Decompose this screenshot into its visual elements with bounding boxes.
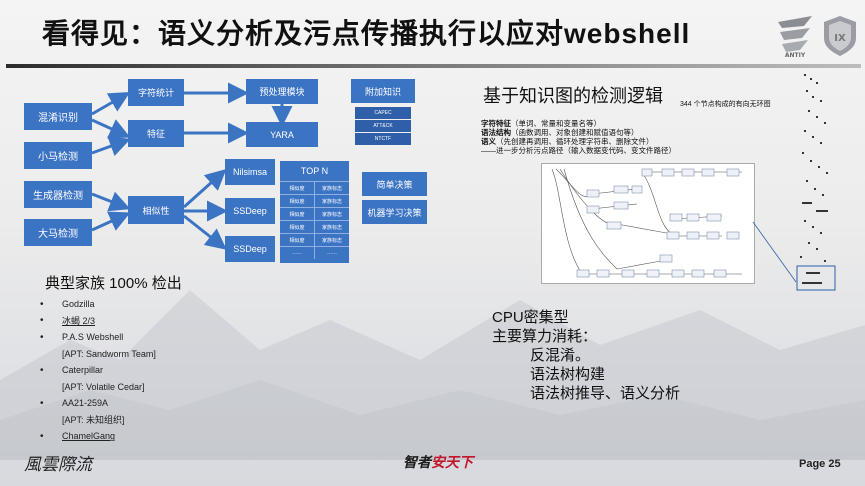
list-item: [APT: Volatile Cedar] [40, 379, 156, 396]
capec-item: CAPEC [355, 107, 411, 119]
list-item-text: P.A.S Webshell [62, 332, 124, 343]
bullet-icon: • [40, 331, 44, 343]
list-item: • P.A.S Webshell [40, 329, 156, 346]
knowledge-features: 字符特征（单词、常量和变量名等） 语法结构（函数调用、对象创建和赋值语句等） 语… [481, 119, 676, 155]
topn-cell: 家族标志 [314, 194, 349, 207]
feature-box: 特征 [128, 120, 184, 147]
char-stats-box: 字符统计 [128, 79, 184, 106]
extra-knowledge-box: 附加知识 CAPEC ATT&CK NTCTF [351, 79, 415, 145]
list-item: • Caterpillar [40, 362, 156, 379]
svg-text:IX: IX [834, 33, 846, 44]
topn-cell: 家族标志 [314, 207, 349, 220]
bullet-icon: • [40, 430, 44, 442]
table-row: 相似度家族标志 [280, 181, 349, 194]
cpu-item: 语法树构建 [530, 366, 606, 383]
ssdeep-box-2: SSDeep [225, 236, 275, 262]
list-item: • AA21-259A [40, 395, 156, 412]
feature-line: 字符特征（单词、常量和变量名等） [481, 119, 601, 128]
similarity-box: 相似性 [128, 196, 184, 224]
extra-knowledge-header: 附加知识 [351, 79, 415, 103]
topn-cell: 相似度 [280, 233, 314, 246]
table-row: ………… [280, 246, 349, 259]
preprocess-box: 预处理模块 [246, 79, 318, 104]
topn-cell: …… [314, 246, 349, 259]
list-item-text: Godzilla [62, 299, 95, 310]
obfuscation-detect-box: 混淆识别 [24, 103, 92, 130]
footer-slogan: 智者安天下 [403, 452, 473, 472]
bullet-icon: • [40, 315, 44, 327]
list-item-text: Caterpillar [62, 365, 104, 376]
table-row: 相似度家族标志 [280, 194, 349, 207]
feature-line: 语义（先创建再调用、循环处理字符串、删除文件） [481, 137, 654, 146]
bullet-icon: • [40, 298, 44, 310]
ix-badge-logo: IX [824, 16, 856, 56]
diagram-arrows [91, 82, 293, 250]
mini-graph-thumbnail [796, 74, 836, 291]
attack-item: ATT&CK [355, 120, 411, 132]
ssdeep-box-1: SSDeep [225, 198, 275, 224]
yara-box: YARA [246, 122, 318, 147]
slide-title: 看得见：语义分析及污点传播执行以应对webshell [42, 18, 691, 49]
list-item: • Godzilla [40, 296, 156, 313]
slogan-part-a: 智者 [403, 455, 431, 471]
list-item-text: ChamelGang [62, 431, 116, 442]
topn-header: TOP N [300, 166, 329, 176]
mountain-background [0, 290, 865, 460]
list-item-text: [APT: 未知组织] [62, 415, 125, 426]
family-heading: 典型家族 100% 检出 [45, 275, 182, 292]
svg-text:ANTIY: ANTIY [785, 52, 806, 58]
list-item-text: AA21-259A [62, 398, 109, 409]
title-rule [6, 64, 861, 68]
family-list: • Godzilla • 冰蝎 2/3 • P.A.S Webshell [APT: San… [40, 296, 156, 445]
list-item: • ChamelGang [40, 428, 156, 445]
list-item: • 冰蝎 2/3 [40, 313, 156, 330]
bullet-icon: • [40, 364, 44, 376]
bullet-icon: • [40, 397, 44, 409]
ml-decision-box: 机器学习决策 [362, 200, 427, 224]
ntctf-item: NTCTF [355, 133, 411, 145]
table-row: 相似度家族标志 [280, 220, 349, 233]
list-item: [APT: 未知组织] [40, 412, 156, 429]
table-row: 相似度家族标志 [280, 233, 349, 246]
zoom-connector-line [752, 221, 797, 283]
topn-cell: 家族标志 [314, 181, 349, 194]
cpu-item: 语法树推导、语义分析 [530, 385, 681, 402]
list-item: [APT: Sandworm Team] [40, 346, 156, 363]
antiy-logo: ANTIY [778, 16, 812, 58]
feature-line: ——进一步分析污点路径（输入数据变代码、变文件路径） [481, 146, 676, 155]
topn-cell: 相似度 [280, 181, 314, 194]
knowledge-subtitle: 344 个节点构成的有向无环图 [680, 101, 771, 108]
topn-cell: 家族标志 [314, 233, 349, 246]
footer-left-logo: 風雲際流 [24, 455, 92, 475]
cpu-line-2: 主要算力消耗： [492, 328, 598, 345]
knowledge-title: 基于知识图的检测逻辑 [483, 86, 663, 106]
page-number: Page 25 [799, 458, 841, 470]
table-row: 相似度家族标志 [280, 207, 349, 220]
list-item-text: [APT: Sandworm Team] [62, 348, 156, 359]
small-trojan-detect-box: 小马检测 [24, 142, 92, 169]
simple-decision-box: 简单决策 [362, 172, 427, 196]
topn-cell: 家族标志 [314, 220, 349, 233]
generator-detect-box: 生成器检测 [24, 181, 92, 208]
cpu-item: 反混淆。 [530, 347, 591, 364]
topn-table: TOP N 相似度家族标志 相似度家族标志 相似度家族标志 相似度家族标志 相似… [280, 161, 349, 263]
list-item-text: 冰蝎 2/3 [62, 316, 96, 327]
nilsimsa-box: Nilsimsa [225, 159, 275, 185]
cpu-line-1: CPU密集型 [492, 309, 569, 326]
big-trojan-detect-box: 大马检测 [24, 219, 92, 246]
topn-cell: 相似度 [280, 194, 314, 207]
cpu-section: CPU密集型 主要算力消耗： 反混淆。 语法树构建 语法树推导、语义分析 [492, 308, 680, 403]
topn-cell: …… [280, 246, 314, 259]
topn-cell: 相似度 [280, 207, 314, 220]
topn-cell: 相似度 [280, 220, 314, 233]
list-item-text: [APT: Volatile Cedar] [62, 381, 145, 392]
feature-line: 语法结构（函数调用、对象创建和赋值语句等） [481, 128, 639, 137]
slogan-part-b: 安天下 [431, 455, 473, 471]
